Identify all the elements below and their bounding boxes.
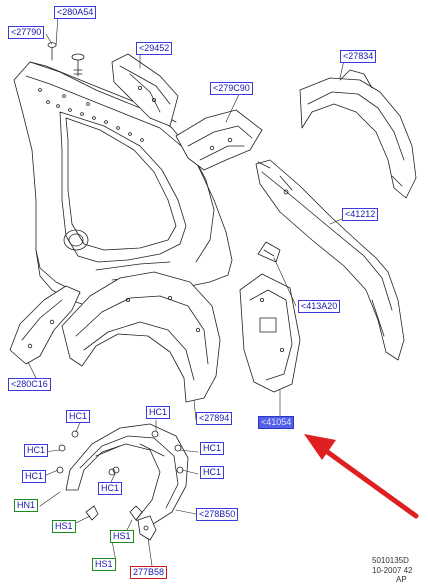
- callout-hc1[interactable]: HC1: [24, 444, 49, 457]
- drawing-tail: AP: [396, 575, 407, 584]
- liner-278b50-part: [65, 423, 189, 527]
- quarter-panel-part: [13, 61, 233, 309]
- reinforcement-279c90-part: [175, 109, 263, 171]
- callout-hc1[interactable]: HC1: [146, 406, 171, 419]
- callout-279c90[interactable]: <279C90: [210, 82, 253, 95]
- callout-41054[interactable]: <41054: [258, 416, 295, 429]
- bolt-27790-part: [47, 42, 85, 77]
- callout-280a54[interactable]: <280A54: [54, 6, 97, 19]
- inner-wheelhouse-27894-part: [61, 271, 221, 403]
- callout-hc1[interactable]: HC1: [98, 482, 123, 495]
- callout-278b50[interactable]: <278B50: [196, 508, 239, 521]
- pointer-arrow-icon: [304, 434, 419, 519]
- callout-27790[interactable]: <27790: [8, 26, 45, 39]
- panel-41054-part: [239, 273, 301, 393]
- callout-hc1[interactable]: HC1: [200, 466, 225, 479]
- callout-29452[interactable]: <29452: [136, 42, 173, 55]
- bracket-29452-part: [111, 53, 179, 127]
- callout-hs1[interactable]: HS1: [52, 520, 76, 533]
- callout-27894[interactable]: <27894: [196, 412, 233, 425]
- callout-hc1[interactable]: HC1: [22, 470, 47, 483]
- callout-hc1[interactable]: HC1: [66, 410, 91, 423]
- callout-hs1[interactable]: HS1: [92, 558, 116, 571]
- callout-280c16[interactable]: <280C16: [8, 378, 51, 391]
- callout-hs1[interactable]: HS1: [110, 530, 134, 543]
- drawing-date: 10-2007 42: [372, 566, 413, 575]
- callout-413a20[interactable]: <413A20: [298, 300, 341, 313]
- callout-277b58[interactable]: 277B58: [130, 566, 168, 579]
- wheelhouse-27834-part: [299, 69, 417, 199]
- bracket-280c16-part: [9, 285, 81, 365]
- clip-413a20-part: [257, 241, 281, 263]
- callout-41212[interactable]: <41212: [342, 208, 379, 221]
- drawing-code: 5010135D: [372, 556, 409, 565]
- callout-hc1[interactable]: HC1: [200, 442, 225, 455]
- callout-27834[interactable]: <27834: [340, 50, 377, 63]
- rail-41212-part: [255, 159, 405, 361]
- callout-hn1[interactable]: HN1: [14, 499, 39, 512]
